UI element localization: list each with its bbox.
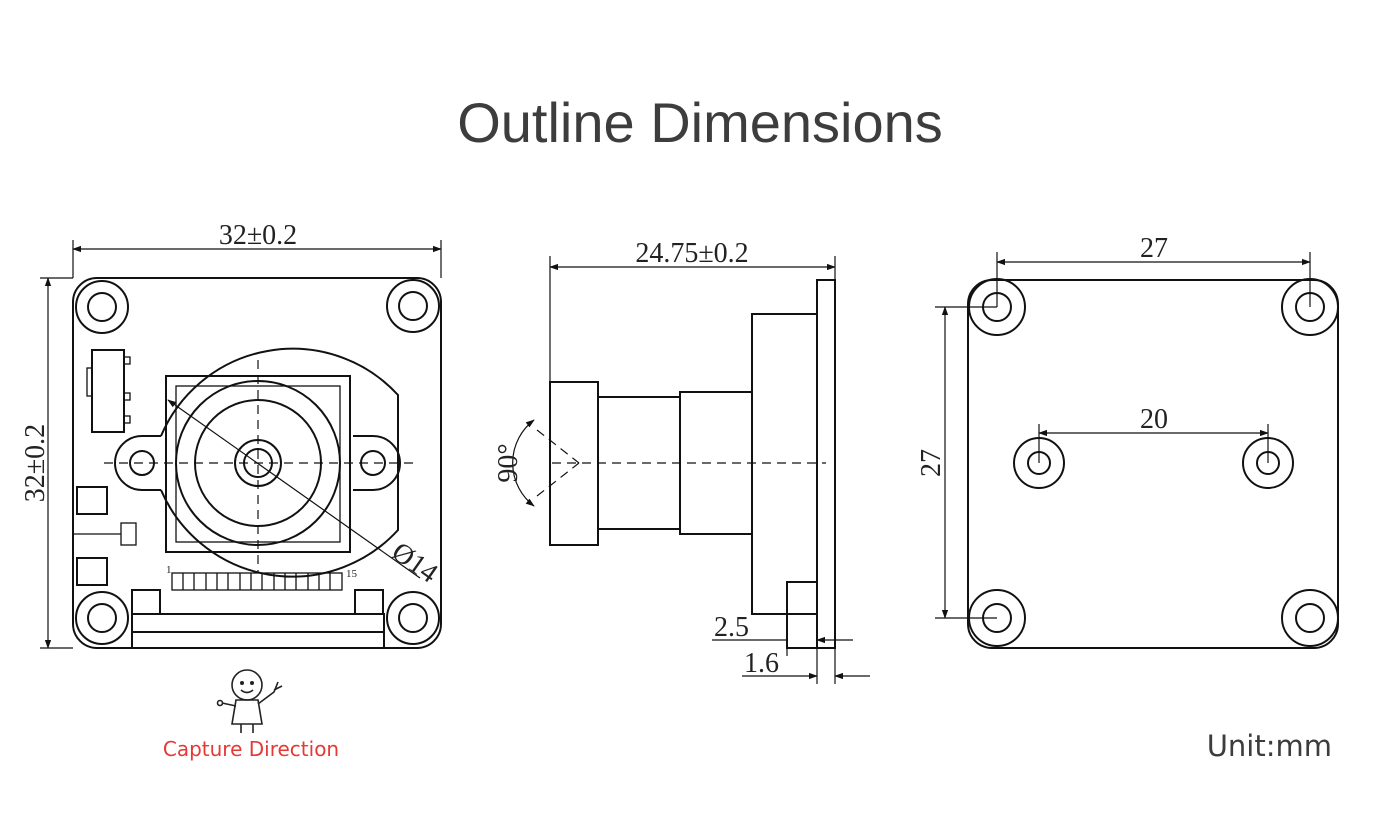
back-corner-holes: [968, 278, 1339, 647]
capture-direction-label: Capture Direction: [163, 737, 339, 761]
unit-label: Unit:mm: [1207, 729, 1332, 763]
bottom-fpc-connector: [131, 589, 385, 649]
front-view: 1 15 32±0.2 32±0.2 Ø14: [20, 220, 443, 649]
side-length-dimension: 24.75±0.2: [549, 238, 836, 382]
side-holder-body: [751, 313, 818, 615]
back-horizontal-spacing-dimension: 27: [996, 233, 1311, 307]
side-fov-line-lower: [536, 462, 580, 497]
side-length-label: 24.75±0.2: [635, 238, 748, 269]
page-title: Outline Dimensions: [457, 91, 943, 154]
side-angle-label: 90°: [493, 443, 524, 482]
side-pcb-board: [816, 279, 836, 649]
fpc-connector-pins: 1 15: [166, 564, 358, 591]
front-width-label: 32±0.2: [219, 220, 297, 251]
front-height-label: 32±0.2: [20, 424, 51, 502]
capture-direction-icon: [216, 669, 283, 733]
side-view: 90° 24.75±0.2 2.5 1.6: [493, 238, 870, 684]
pin-15-label: 15: [346, 568, 358, 580]
back-spacing-y-label: 27: [916, 449, 947, 477]
pin-1-label: 1: [166, 564, 172, 576]
side-fov-angle-arc: [512, 419, 535, 507]
side-fov-line-upper: [536, 429, 580, 464]
back-pcb-outline: [967, 279, 1339, 649]
side-thickness-dimensions: 2.5 1.6: [712, 612, 870, 684]
corner-mounting-holes: [75, 279, 440, 645]
pcb-offset-label: 2.5: [714, 612, 749, 643]
front-height-dimension: 32±0.2: [20, 277, 73, 649]
side-connectors: [73, 349, 137, 586]
lens-diameter-dimension: Ø14: [167, 399, 443, 589]
back-inner-holes: [1013, 437, 1294, 489]
lens-diameter-label: Ø14: [386, 536, 443, 589]
side-fpc-connector: [786, 581, 818, 649]
side-lens-barrel: [597, 396, 681, 530]
back-view: 27 27 20: [916, 233, 1339, 649]
back-spacing-x-label: 27: [1140, 233, 1168, 264]
back-inner-spacing-label: 20: [1140, 404, 1168, 435]
front-width-dimension: 32±0.2: [72, 220, 442, 278]
back-inner-spacing-dimension: 20: [1038, 404, 1269, 463]
back-vertical-spacing-dimension: 27: [916, 306, 997, 619]
board-thickness-label: 1.6: [744, 648, 779, 679]
